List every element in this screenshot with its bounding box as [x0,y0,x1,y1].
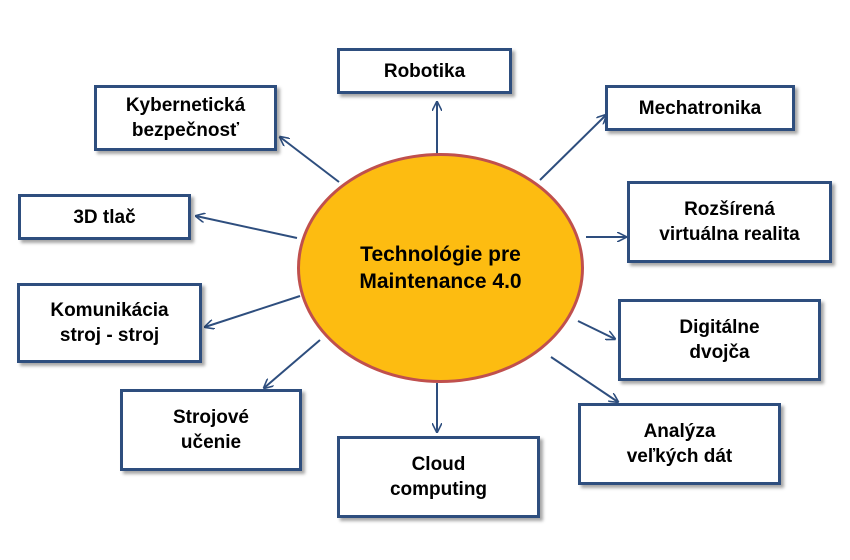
node-mechatronika: Mechatronika [605,85,795,131]
node-3d-tlac: 3D tlač [18,194,191,240]
node-analyza-velkych-dat: Analýza veľkých dát [578,403,781,485]
node-robotika: Robotika [337,48,512,94]
node-digitalne-dvojca: Digitálne dvojča [618,299,821,381]
arrow-komunikacia [205,295,301,327]
arrow-digitalne [577,320,615,339]
center-ellipse: Technológie pre Maintenance 4.0 [297,153,584,383]
node-kyberneticka-bezpecnost: Kybernetická bezpečnosť [94,85,277,151]
node-strojove-label: Strojové učenie [172,407,250,453]
arrow-analyza [550,356,618,402]
node-3d-tlac-label: 3D tlač [73,206,136,228]
node-robotika-label: Robotika [383,60,466,82]
node-komunikacia-label: Komunikácia stroj - stroj [50,300,169,346]
node-rozsirena-virtualna-realita: Rozšírená virtuálna realita [627,181,832,263]
node-mechatronika-label: Mechatronika [638,97,762,119]
node-kyber-label: Kybernetická bezpečnosť [125,95,246,141]
node-digitalne-label: Digitálne dvojča [679,317,760,363]
arrow-mechatronika [539,115,606,181]
node-cloud-label: Cloud computing [389,454,488,500]
node-analyza-label: Analýza veľkých dát [626,421,733,467]
node-cloud-computing: Cloud computing [337,436,540,518]
node-komunikacia-stroj-stroj: Komunikácia stroj - stroj [17,283,202,363]
center-label: Technológie pre Maintenance 4.0 [359,243,522,293]
arrow-strojove [264,339,321,388]
node-strojove-ucenie: Strojové učenie [120,389,302,471]
arrow-tlac3d [196,216,298,239]
node-rozsirena-label: Rozšírená virtuálna realita [659,199,800,245]
arrow-kyber [280,137,340,183]
